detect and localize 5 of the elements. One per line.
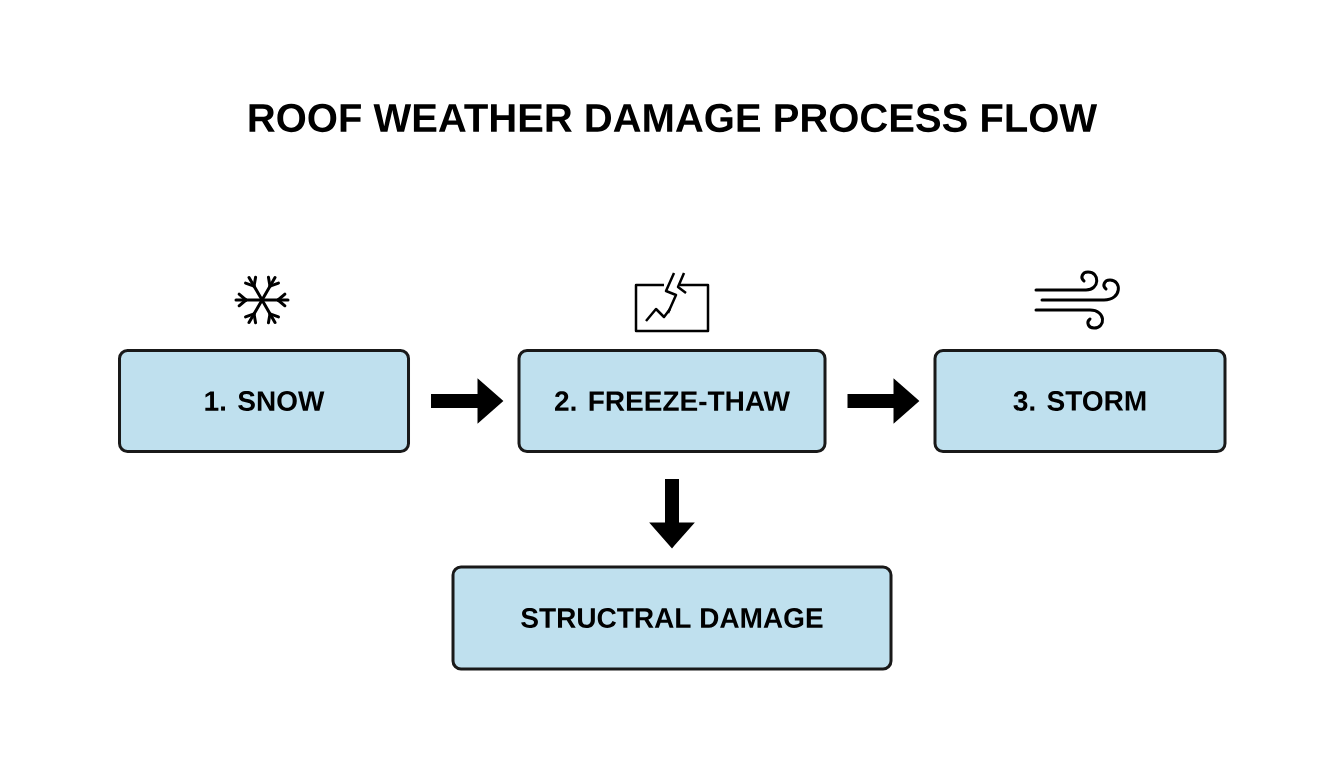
process-box: STRUCTRAL DAMAGE <box>451 565 893 671</box>
title: ROOF WEATHER DAMAGE PROCESS FLOW <box>249 103 1098 133</box>
process-box: 1. SNOW <box>118 349 410 453</box>
process-box: 3. STORM <box>933 349 1227 453</box>
process-box: 2. FREEZE-THAW <box>517 349 827 453</box>
